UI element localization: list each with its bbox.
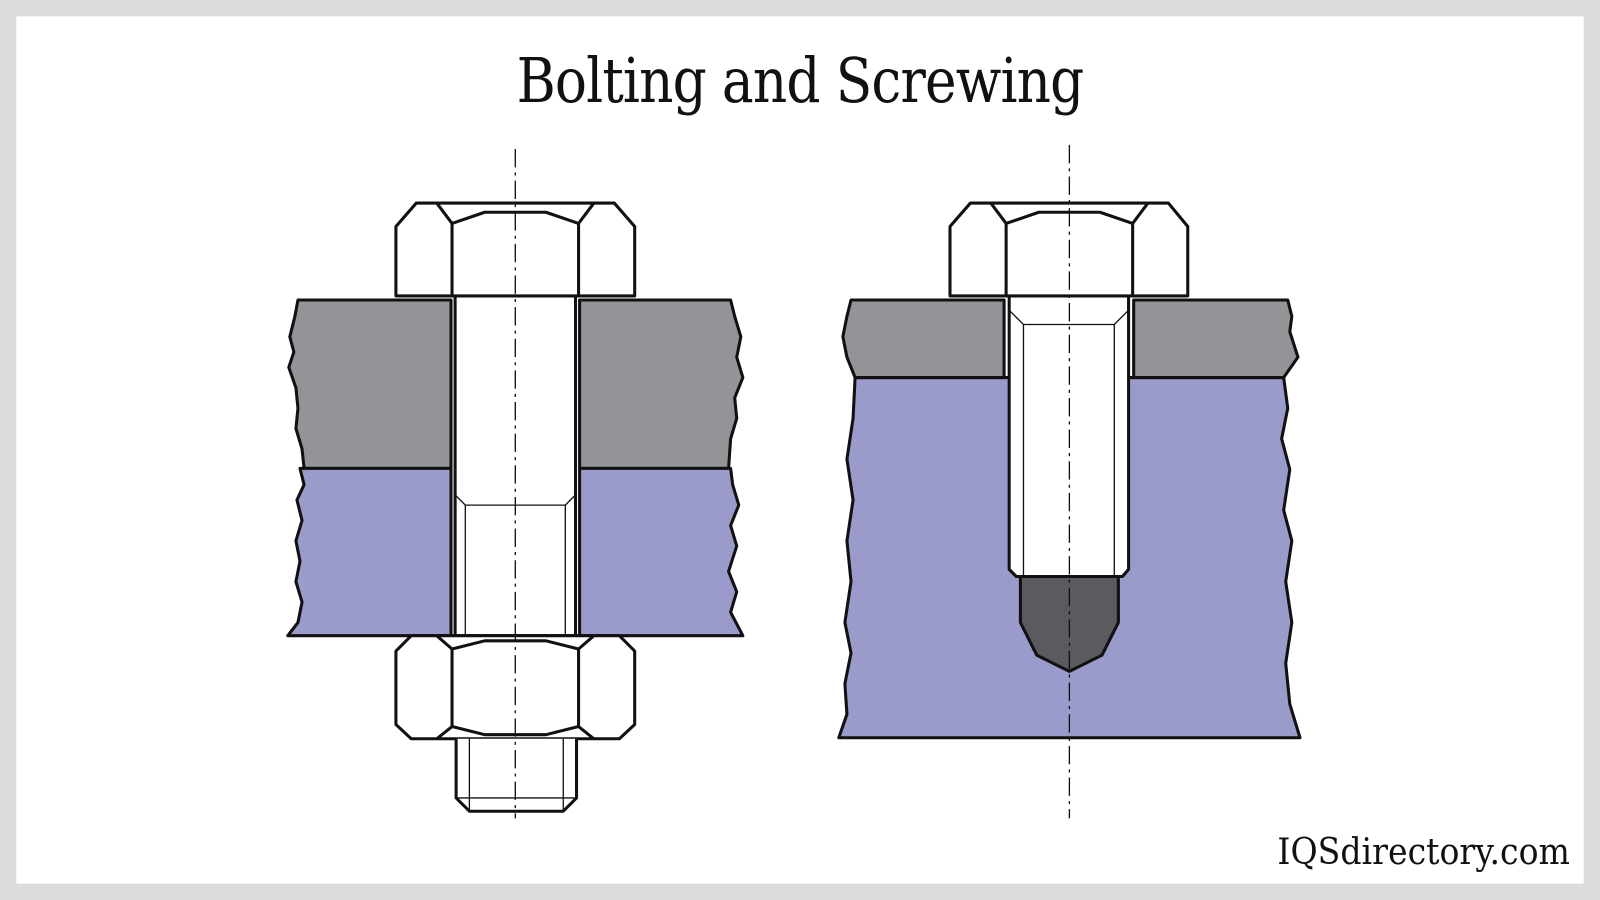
upper-plate-left	[841, 298, 1006, 380]
diagram-title: Bolting and Screwing	[516, 44, 1085, 117]
lower-plate-right	[578, 466, 745, 638]
screw-joint	[837, 144, 1302, 819]
white-panel	[16, 16, 1584, 884]
upper-plate-left	[287, 298, 453, 470]
bolt-and-nut-joint	[286, 148, 745, 819]
upper-plate-right	[578, 298, 745, 470]
upper-plate-right	[1132, 298, 1300, 380]
lower-plate-left	[286, 466, 453, 638]
watermark: IQSdirectory.com	[1277, 832, 1570, 873]
bolt-end	[454, 738, 579, 813]
